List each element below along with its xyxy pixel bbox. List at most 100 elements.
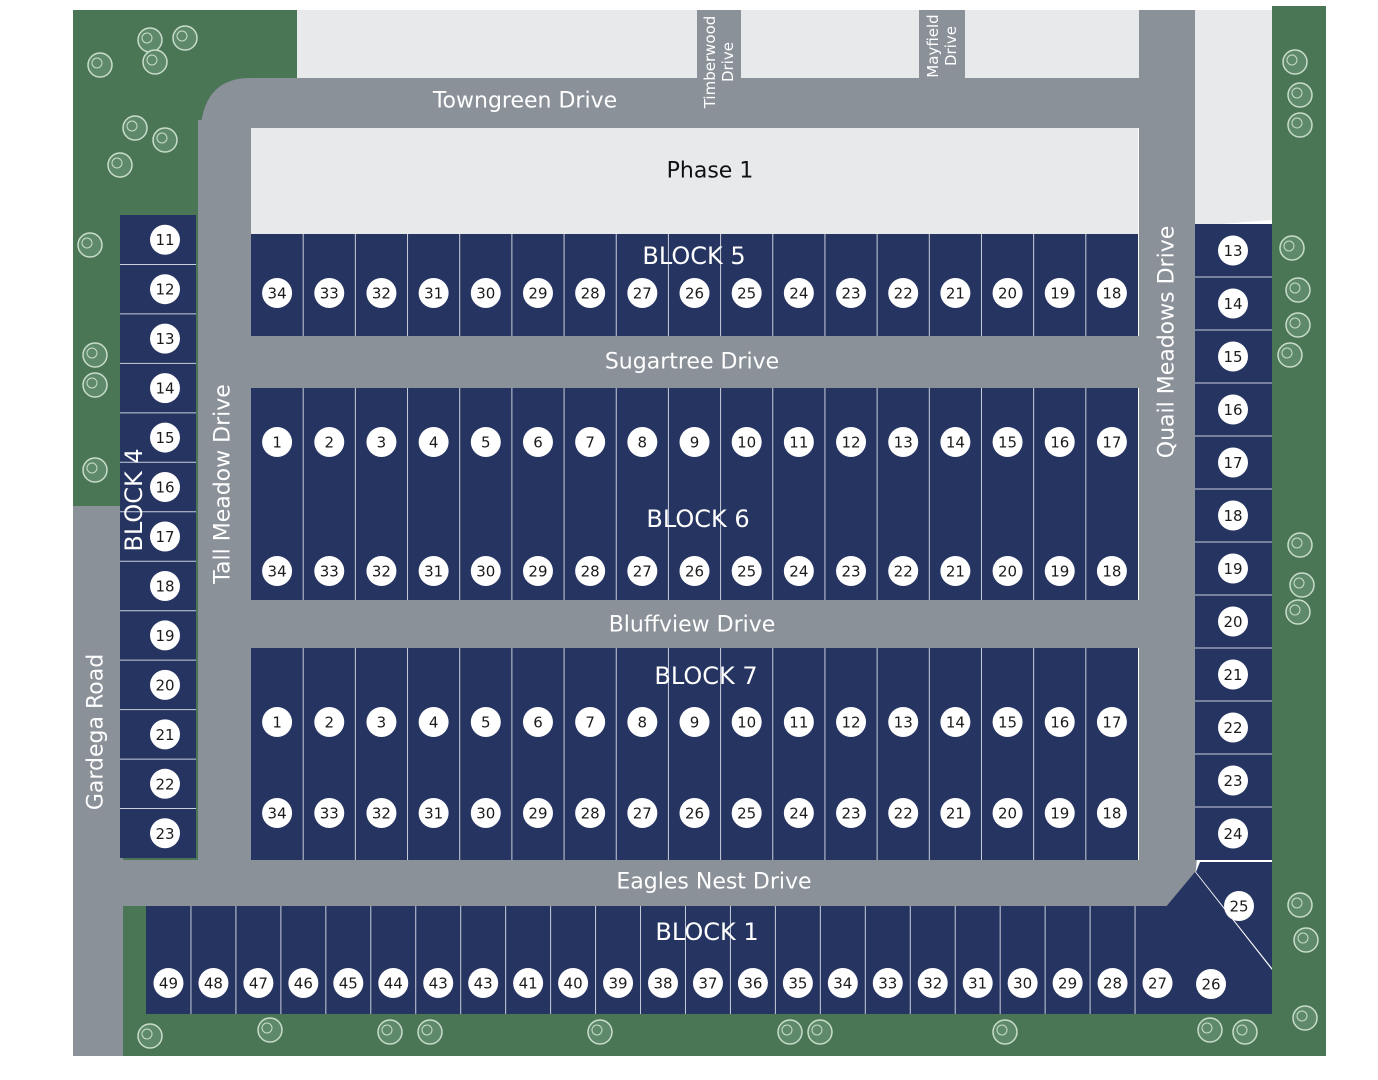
block1-lot-30-marker[interactable] (1007, 968, 1038, 998)
block6-north-lot-10-marker[interactable] (731, 427, 762, 457)
block4-lot-12-marker[interactable] (150, 274, 180, 305)
block7-south-lot-19-marker[interactable] (1044, 798, 1075, 828)
block4-lot-14-marker[interactable] (150, 373, 180, 404)
block6-north-lot-2-marker[interactable] (314, 427, 345, 457)
block4-lot-20-marker[interactable] (150, 669, 180, 700)
block7-south-lot-29-marker[interactable] (522, 798, 553, 828)
block6-south-lot-30-marker[interactable] (470, 556, 501, 586)
block5-lot-33-marker[interactable] (314, 278, 345, 308)
block6-north-lot-9-marker[interactable] (679, 427, 710, 457)
block5-lot-20-marker[interactable] (992, 278, 1023, 308)
block4-lot-23-marker[interactable] (150, 818, 180, 849)
east-lot-17-marker[interactable] (1218, 447, 1248, 478)
block7-south-lot-31-marker[interactable] (418, 798, 449, 828)
block1-lot-43-marker[interactable] (423, 968, 454, 998)
block1-lot-47-marker[interactable] (243, 968, 274, 998)
block7-north-lot-14-marker[interactable] (940, 707, 971, 737)
block1-lot-26-marker[interactable] (1196, 969, 1226, 999)
block6-north-lot-3-marker[interactable] (366, 427, 397, 457)
block1-lot-48-marker[interactable] (198, 968, 229, 998)
block7-north-lot-8-marker[interactable] (627, 707, 658, 737)
block1-lot-27-marker[interactable] (1142, 968, 1173, 998)
block7-north-lot-13-marker[interactable] (888, 707, 919, 737)
block4-lot-19-marker[interactable] (150, 620, 180, 651)
block5-lot-29-marker[interactable] (522, 278, 553, 308)
block6-south-lot-25-marker[interactable] (731, 556, 762, 586)
block6-south-lot-23-marker[interactable] (836, 556, 867, 586)
block1-lot-44-marker[interactable] (378, 968, 409, 998)
block7-north-lot-3-marker[interactable] (366, 707, 397, 737)
east-lot-21-marker[interactable] (1218, 659, 1248, 690)
east-lot-22-marker[interactable] (1218, 712, 1248, 743)
east-lot-20-marker[interactable] (1218, 606, 1248, 637)
block6-south-lot-31-marker[interactable] (418, 556, 449, 586)
east-lot-24-marker[interactable] (1218, 818, 1248, 849)
block1-lot-45-marker[interactable] (333, 968, 364, 998)
block5-lot-30-marker[interactable] (470, 278, 501, 308)
block6-south-lot-22-marker[interactable] (888, 556, 919, 586)
block7-south-lot-28-marker[interactable] (575, 798, 606, 828)
block7-north-lot-17-marker[interactable] (1096, 707, 1127, 737)
block7-north-lot-4-marker[interactable] (418, 707, 449, 737)
block7-south-lot-34-marker[interactable] (262, 798, 293, 828)
block5-lot-22-marker[interactable] (888, 278, 919, 308)
block6-north-lot-6-marker[interactable] (522, 427, 553, 457)
block1-lot-46-marker[interactable] (288, 968, 319, 998)
block7-north-lot-1-marker[interactable] (262, 707, 293, 737)
block4-lot-21-marker[interactable] (150, 719, 180, 750)
block7-south-lot-23-marker[interactable] (836, 798, 867, 828)
block5-lot-34-marker[interactable] (262, 278, 293, 308)
block6-south-lot-27-marker[interactable] (627, 556, 658, 586)
block1-lot-43-marker[interactable] (468, 968, 499, 998)
east-lot-25-marker[interactable] (1224, 891, 1254, 921)
east-lot-15-marker[interactable] (1218, 341, 1248, 372)
block7-south-lot-18-marker[interactable] (1096, 798, 1127, 828)
block6-north-lot-7-marker[interactable] (575, 427, 606, 457)
block5-lot-28-marker[interactable] (575, 278, 606, 308)
block6-south-lot-20-marker[interactable] (992, 556, 1023, 586)
block7-south-lot-21-marker[interactable] (940, 798, 971, 828)
block6-north-lot-1-marker[interactable] (262, 427, 293, 457)
block6-south-lot-34-marker[interactable] (262, 556, 293, 586)
block5-lot-19-marker[interactable] (1044, 278, 1075, 308)
block5-lot-25-marker[interactable] (731, 278, 762, 308)
block6-south-lot-18-marker[interactable] (1096, 556, 1127, 586)
block7-south-lot-27-marker[interactable] (627, 798, 658, 828)
east-lot-23-marker[interactable] (1218, 765, 1248, 796)
block1-lot-36-marker[interactable] (737, 968, 768, 998)
block4-lot-18-marker[interactable] (150, 570, 180, 601)
block1-lot-33-marker[interactable] (872, 968, 903, 998)
block1-lot-34-marker[interactable] (827, 968, 858, 998)
block1-lot-28-marker[interactable] (1097, 968, 1128, 998)
block6-north-lot-12-marker[interactable] (836, 427, 867, 457)
block4-lot-17-marker[interactable] (150, 521, 180, 552)
block5-lot-24-marker[interactable] (783, 278, 814, 308)
block1-lot-41-marker[interactable] (513, 968, 544, 998)
block7-north-lot-7-marker[interactable] (575, 707, 606, 737)
block6-south-lot-29-marker[interactable] (522, 556, 553, 586)
block7-north-lot-12-marker[interactable] (836, 707, 867, 737)
block7-south-lot-20-marker[interactable] (992, 798, 1023, 828)
block5-lot-32-marker[interactable] (366, 278, 397, 308)
block7-south-lot-24-marker[interactable] (783, 798, 814, 828)
block4-lot-22-marker[interactable] (150, 768, 180, 799)
east-lot-16-marker[interactable] (1218, 394, 1248, 425)
block6-north-lot-4-marker[interactable] (418, 427, 449, 457)
block1-lot-29-marker[interactable] (1052, 968, 1083, 998)
block7-north-lot-16-marker[interactable] (1044, 707, 1075, 737)
block5-lot-27-marker[interactable] (627, 278, 658, 308)
block6-north-lot-5-marker[interactable] (470, 427, 501, 457)
block7-south-lot-33-marker[interactable] (314, 798, 345, 828)
block5-lot-18-marker[interactable] (1096, 278, 1127, 308)
block7-north-lot-11-marker[interactable] (783, 707, 814, 737)
block6-north-lot-11-marker[interactable] (783, 427, 814, 457)
block6-south-lot-28-marker[interactable] (575, 556, 606, 586)
block6-north-lot-13-marker[interactable] (888, 427, 919, 457)
block7-north-lot-2-marker[interactable] (314, 707, 345, 737)
block7-south-lot-30-marker[interactable] (470, 798, 501, 828)
east-lot-18-marker[interactable] (1218, 500, 1248, 531)
block7-south-lot-26-marker[interactable] (679, 798, 710, 828)
block6-south-lot-19-marker[interactable] (1044, 556, 1075, 586)
block4-lot-11-marker[interactable] (150, 224, 180, 255)
block1-lot-38-marker[interactable] (648, 968, 678, 998)
